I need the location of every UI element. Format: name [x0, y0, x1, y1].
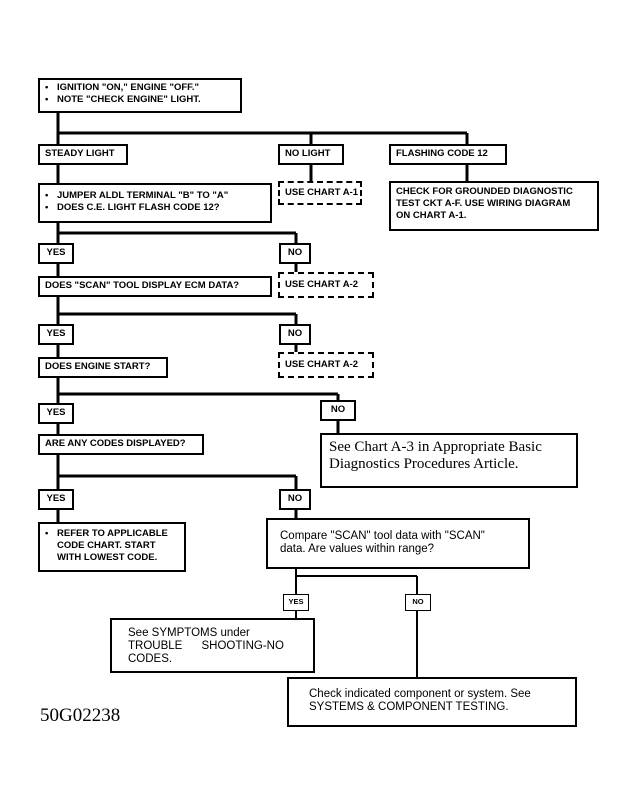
use-chart-a2-label-1: USE CHART A-2	[285, 279, 359, 290]
see-chart-a3-line-2: Diagnostics Procedures Article.	[329, 456, 519, 472]
see-chart-a3-line-1: See Chart A-3 in Appropriate Basic	[329, 439, 542, 455]
jumper-step-line-2: DOES C.E. LIGHT FLASH CODE 12?	[45, 202, 265, 214]
yes-label-2: YES	[38, 324, 74, 345]
start-step-line-1: IGNITION "ON," ENGINE "OFF."	[45, 82, 235, 94]
no-light-label: NO LIGHT	[285, 148, 331, 159]
flashing-code-box: FLASHING CODE 12	[389, 144, 507, 165]
flashing-code-label: FLASHING CODE 12	[396, 148, 488, 159]
scan-display-box: DOES "SCAN" TOOL DISPLAY ECM DATA?	[38, 276, 272, 297]
check-grounded-line-3: ON CHART A-1.	[396, 210, 467, 221]
check-grounded-line-2: TEST CKT A-F. USE WIRING DIAGRAM	[396, 198, 571, 209]
compare-scan-box: Compare "SCAN" tool data with "SCAN" dat…	[266, 518, 530, 569]
jumper-step-box: JUMPER ALDL TERMINAL "B" TO "A" DOES C.E…	[38, 183, 272, 223]
start-step-line-2: NOTE "CHECK ENGINE" LIGHT.	[45, 94, 235, 106]
no-label-1-text: NO	[287, 247, 303, 258]
no-label-5-text: NO	[412, 597, 424, 606]
no-label-4: NO	[279, 489, 311, 510]
yes-label-4-text: YES	[46, 493, 66, 504]
see-symptoms-line-2: TROUBLE SHOOTING-NO	[128, 640, 284, 652]
yes-label-5: YES	[283, 594, 309, 611]
steady-light-label: STEADY LIGHT	[45, 148, 115, 159]
engine-start-box: DOES ENGINE START?	[38, 357, 168, 378]
figure-id: 50G02238	[40, 705, 121, 726]
no-label-1: NO	[279, 243, 311, 264]
no-label-2: NO	[279, 324, 311, 345]
start-step-box: IGNITION "ON," ENGINE "OFF." NOTE "CHECK…	[38, 78, 242, 113]
no-label-3: NO	[320, 400, 356, 421]
no-label-2-text: NO	[287, 328, 303, 339]
jumper-step-line-1: JUMPER ALDL TERMINAL "B" TO "A"	[45, 190, 265, 202]
check-grounded-box: CHECK FOR GROUNDED DIAGNOSTIC TEST CKT A…	[389, 181, 599, 231]
compare-scan-line-1: Compare "SCAN" tool data with "SCAN"	[280, 530, 485, 542]
yes-label-2-text: YES	[46, 328, 66, 339]
refer-chart-line-1: REFER TO APPLICABLE	[45, 528, 179, 540]
use-chart-a1-box: USE CHART A-1	[278, 181, 362, 205]
refer-chart-box: REFER TO APPLICABLE CODE CHART. START WI…	[38, 522, 186, 572]
yes-label-3: YES	[38, 403, 74, 424]
scan-display-label: DOES "SCAN" TOOL DISPLAY ECM DATA?	[45, 280, 240, 291]
use-chart-a2-label-2: USE CHART A-2	[285, 359, 359, 370]
see-symptoms-line-3: CODES.	[128, 653, 173, 665]
yes-label-1: YES	[38, 243, 74, 264]
steady-light-box: STEADY LIGHT	[38, 144, 128, 165]
see-chart-a3-box: See Chart A-3 in Appropriate Basic Diagn…	[320, 433, 578, 488]
compare-scan-line-2: data. Are values within range?	[280, 543, 435, 555]
use-chart-a2-box-1: USE CHART A-2	[278, 272, 374, 298]
use-chart-a1-label: USE CHART A-1	[285, 187, 359, 198]
codes-displayed-label: ARE ANY CODES DISPLAYED?	[45, 438, 186, 449]
no-label-3-text: NO	[330, 404, 346, 415]
refer-chart-line-2: CODE CHART. START	[57, 540, 156, 551]
refer-chart-line-3: WITH LOWEST CODE.	[57, 552, 158, 563]
yes-label-3-text: YES	[46, 407, 66, 418]
see-symptoms-box: See SYMPTOMS under TROUBLE SHOOTING-NO C…	[110, 618, 315, 673]
no-label-4-text: NO	[287, 493, 303, 504]
check-component-box: Check indicated component or system. See…	[287, 677, 577, 727]
no-label-5: NO	[405, 594, 431, 611]
check-component-line-1: Check indicated component or system. See	[309, 688, 531, 700]
yes-label-1-text: YES	[46, 247, 66, 258]
yes-label-5-text: YES	[288, 597, 304, 606]
see-symptoms-line-1: See SYMPTOMS under	[128, 627, 250, 639]
use-chart-a2-box-2: USE CHART A-2	[278, 352, 374, 378]
codes-displayed-box: ARE ANY CODES DISPLAYED?	[38, 434, 204, 455]
check-grounded-line-1: CHECK FOR GROUNDED DIAGNOSTIC	[396, 186, 573, 197]
yes-label-4: YES	[38, 489, 74, 510]
check-component-line-2: SYSTEMS & COMPONENT TESTING.	[309, 701, 509, 713]
no-light-box: NO LIGHT	[278, 144, 344, 165]
engine-start-label: DOES ENGINE START?	[45, 361, 151, 372]
